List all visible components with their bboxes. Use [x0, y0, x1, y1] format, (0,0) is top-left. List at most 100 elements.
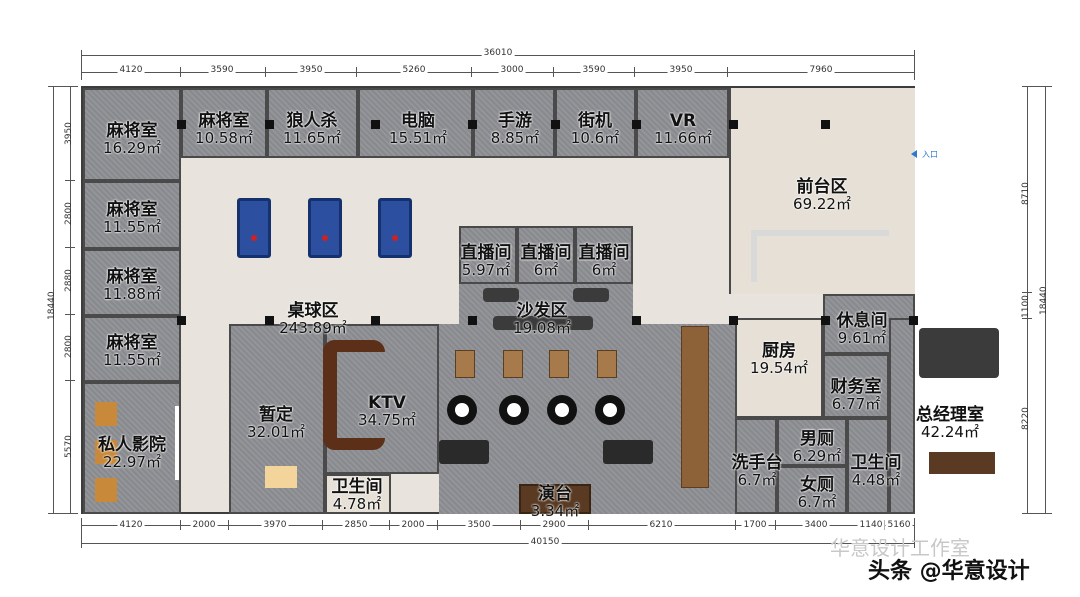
column — [177, 316, 186, 325]
room-finance[interactable] — [823, 354, 889, 418]
room-vr[interactable] — [636, 88, 729, 158]
room-mens[interactable] — [777, 418, 847, 466]
room-mahjong-1[interactable] — [83, 88, 181, 181]
cinema-seat — [95, 478, 117, 502]
sofa — [483, 288, 519, 302]
dim-tick — [1022, 292, 1032, 293]
room-name: 麻将室 — [106, 200, 158, 221]
ktv-sofa — [323, 340, 337, 450]
entrance-label: 入口 — [922, 150, 938, 159]
bottom-dimension: 2900 — [540, 520, 568, 530]
room-area: 243.89㎡ — [279, 319, 347, 338]
column — [729, 316, 738, 325]
dim-tick — [588, 520, 589, 530]
right-dimension-total: 18440 — [1039, 286, 1049, 315]
room-name: 桌球区 — [287, 301, 339, 322]
room-name: 总经理室 — [916, 405, 984, 426]
room-live-3[interactable] — [575, 226, 633, 284]
cinema-screen — [175, 406, 179, 480]
room-restroom-1[interactable] — [325, 474, 391, 514]
room-area: 11.65㎡ — [283, 129, 341, 148]
round-table — [499, 395, 529, 425]
top-dimension: 7960 — [807, 65, 835, 75]
dim-tick — [48, 513, 78, 514]
room-name: 演台 — [538, 484, 572, 505]
room-mahjong-2[interactable] — [181, 88, 267, 158]
left-dimension: 2880 — [64, 269, 74, 292]
entrance-arrow-icon[interactable] — [911, 150, 917, 158]
room-area: 11.66㎡ — [654, 129, 712, 148]
room-name: 麻将室 — [198, 111, 250, 132]
room-name: 洗手台 — [731, 453, 783, 474]
cinema-seat — [95, 440, 117, 464]
gm-desk — [929, 452, 995, 474]
dim-tick — [914, 50, 915, 80]
room-live-1[interactable] — [459, 226, 517, 284]
bottom-dimension: 1700 — [741, 520, 769, 530]
round-table — [447, 395, 477, 425]
top-dimension: 3590 — [208, 65, 236, 75]
room-area: 19.54㎡ — [750, 359, 808, 378]
bottom-dimension: 2850 — [342, 520, 370, 530]
top-dimension: 3590 — [580, 65, 608, 75]
column — [821, 120, 830, 129]
room-area: 6㎡ — [533, 261, 559, 280]
dining-table — [597, 350, 617, 378]
room-womens[interactable] — [777, 466, 847, 514]
room-arcade[interactable] — [555, 88, 636, 158]
column — [729, 120, 738, 129]
room-area: 15.51㎡ — [389, 129, 447, 148]
room-area: 16.29㎡ — [103, 139, 161, 158]
left-dimension-line — [53, 86, 54, 514]
temp-table — [265, 466, 297, 488]
room-name: 街机 — [578, 111, 612, 132]
bottom-dimension-line — [81, 525, 915, 526]
room-area: 9.61㎡ — [837, 329, 887, 348]
room-area: 11.55㎡ — [103, 351, 161, 370]
top-dimension: 3000 — [498, 65, 526, 75]
bottom-dimension: 3970 — [261, 520, 289, 530]
room-kitchen[interactable] — [735, 318, 823, 418]
room-name: 直播间 — [520, 243, 572, 264]
round-table — [595, 395, 625, 425]
stage[interactable] — [519, 484, 591, 514]
room-mahjong-4[interactable] — [83, 249, 181, 316]
pool-table — [237, 198, 271, 258]
room-live-2[interactable] — [517, 226, 575, 284]
sofa — [493, 316, 593, 330]
room-name: 直播间 — [460, 243, 512, 264]
room-gm-office[interactable] — [889, 318, 915, 514]
dim-tick — [727, 67, 728, 77]
room-name: 麻将室 — [106, 333, 158, 354]
bottom-dimension: 4120 — [117, 520, 145, 530]
room-restroom-2[interactable] — [847, 418, 889, 514]
sofa — [573, 288, 609, 302]
top-dimension: 4120 — [117, 65, 145, 75]
room-mahjong-5[interactable] — [83, 316, 181, 382]
column — [551, 120, 560, 129]
watermark-faint: 华意设计工作室 — [830, 536, 970, 560]
room-wash[interactable] — [735, 418, 777, 514]
column — [265, 120, 274, 129]
room-mobile-game[interactable] — [473, 88, 555, 158]
room-name: 电脑 — [400, 111, 435, 132]
room-area: 19.08㎡ — [513, 319, 571, 338]
room-area: 11.55㎡ — [103, 218, 161, 237]
room-name: 厨房 — [761, 341, 796, 362]
dim-tick — [81, 50, 82, 80]
dim-tick — [48, 86, 78, 87]
room-mahjong-3[interactable] — [83, 181, 181, 249]
room-werewolf[interactable] — [267, 88, 358, 158]
room-area: 8.85㎡ — [490, 129, 540, 148]
